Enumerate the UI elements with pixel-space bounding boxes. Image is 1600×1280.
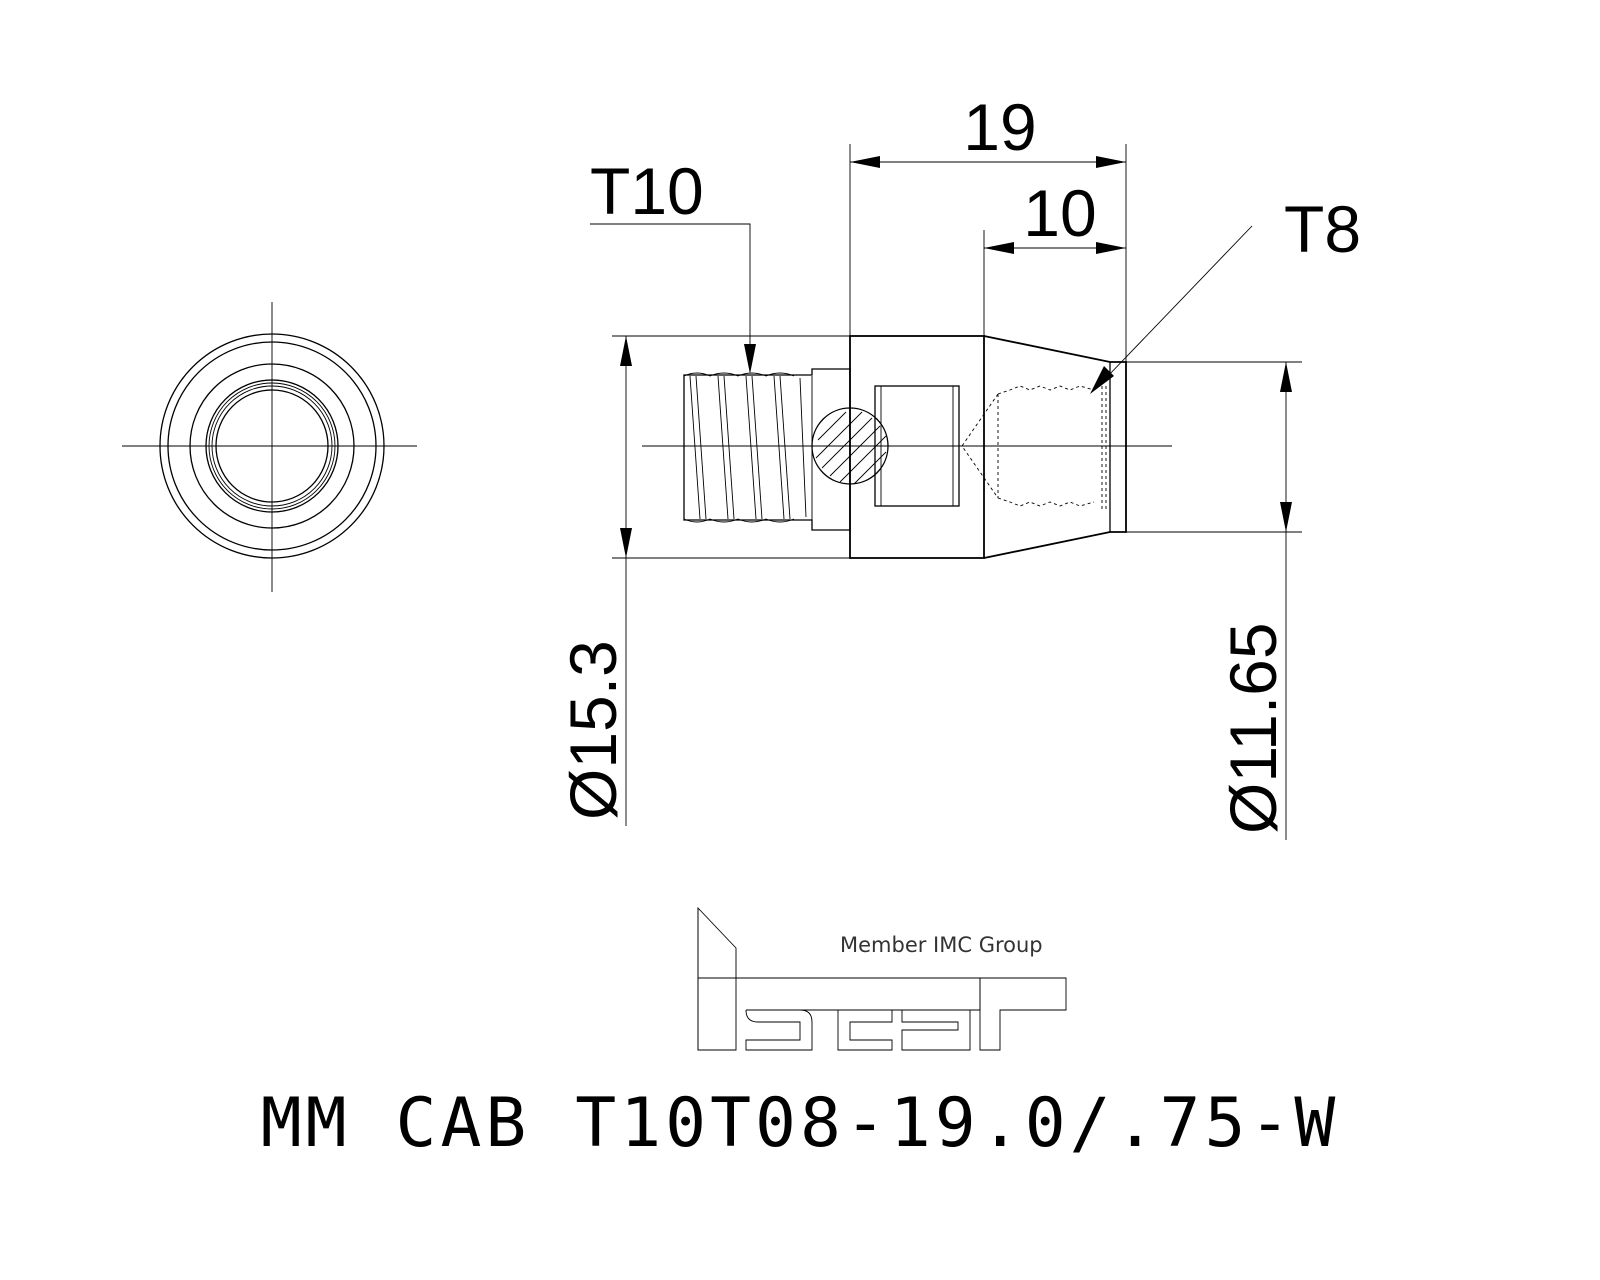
thread-flank bbox=[799, 377, 807, 518]
end-view-thread-circle-1 bbox=[205, 379, 339, 513]
thread-flank bbox=[695, 375, 707, 520]
logo-member-text: Member IMC Group bbox=[840, 933, 1043, 957]
part-number: MM CAB T10T08-19.0/.75-W bbox=[261, 1084, 1340, 1163]
logo-letter-s bbox=[745, 1009, 813, 1051]
logo-bar bbox=[698, 977, 981, 1011]
arrowhead bbox=[1096, 156, 1126, 168]
thread-flank bbox=[723, 375, 735, 520]
dimensions: 19 10 Ø15.3 Ø11.65 T10 T8 bbox=[556, 90, 1361, 840]
thread-crest-bottom bbox=[683, 518, 795, 523]
thread-flank bbox=[773, 375, 785, 520]
logo-letter-c bbox=[837, 1009, 893, 1051]
callout-t10: T10 bbox=[590, 154, 704, 228]
end-view-thread-circle-3 bbox=[211, 385, 333, 507]
internal-thread-top bbox=[997, 385, 1095, 395]
arrowhead bbox=[620, 336, 632, 366]
iscar-logo: Member IMC Group bbox=[697, 906, 1067, 1051]
thread-flank bbox=[745, 375, 757, 520]
leader-t8 bbox=[1105, 225, 1253, 379]
thread-flank bbox=[779, 375, 791, 520]
arrowhead bbox=[1280, 502, 1292, 532]
cylindrical-body bbox=[849, 335, 985, 559]
end-view-outer-circle-2 bbox=[167, 341, 377, 551]
threaded-shank bbox=[683, 368, 889, 531]
dim-cone-length: 10 bbox=[1023, 176, 1096, 250]
arrowhead bbox=[850, 156, 880, 168]
end-view-bore-circle bbox=[215, 389, 329, 503]
dim-large-diameter: Ø15.3 bbox=[556, 640, 630, 820]
conical-nose bbox=[961, 335, 1127, 559]
arrowhead bbox=[984, 242, 1014, 254]
body-outline bbox=[849, 335, 985, 559]
arrowhead bbox=[1096, 242, 1126, 254]
logo-letter-i bbox=[697, 906, 737, 1051]
dim-small-diameter: Ø11.65 bbox=[1216, 622, 1290, 834]
dim-overall-length: 19 bbox=[963, 90, 1036, 164]
arrowhead bbox=[1090, 366, 1114, 394]
thread-flank bbox=[689, 375, 701, 520]
arrowhead bbox=[744, 344, 756, 374]
wrench-flat bbox=[874, 385, 960, 507]
thread-flank bbox=[717, 375, 729, 520]
thread-crest-top bbox=[683, 372, 795, 377]
logo-letter-r bbox=[979, 977, 1067, 1051]
cone-outline bbox=[983, 335, 1127, 559]
arrowhead bbox=[620, 528, 632, 558]
side-view bbox=[642, 335, 1172, 559]
arrowhead bbox=[1280, 362, 1292, 392]
logo-letter-a bbox=[901, 1009, 971, 1051]
internal-thread-bottom bbox=[997, 497, 1095, 507]
callout-t8: T8 bbox=[1284, 192, 1361, 266]
end-view bbox=[122, 302, 417, 592]
end-view-thread-circle-2 bbox=[208, 382, 336, 510]
thread-flank bbox=[751, 375, 763, 520]
cross-hole-hatch bbox=[815, 411, 887, 485]
leader-t10 bbox=[590, 223, 751, 350]
end-view-outer-circle bbox=[159, 333, 385, 559]
end-view-mid-circle bbox=[189, 363, 355, 529]
